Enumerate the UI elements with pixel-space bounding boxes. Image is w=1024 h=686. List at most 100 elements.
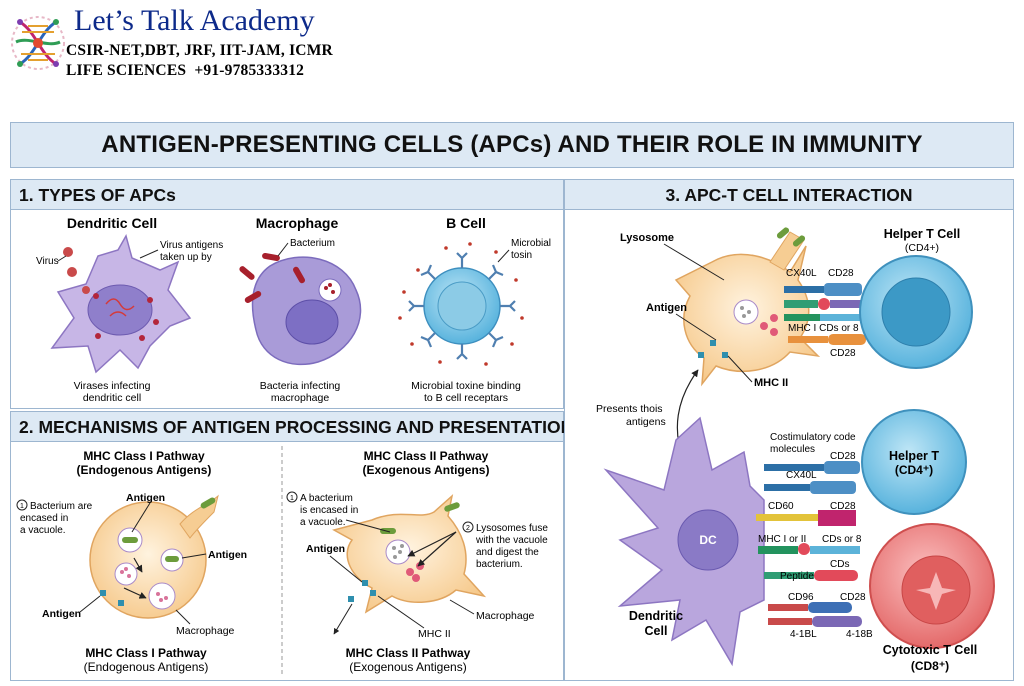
page-title-bar: ANTIGEN-PRESENTING CELLS (APCs) AND THEI… xyxy=(10,122,1014,168)
presents-label-line1: Presents thois xyxy=(596,403,663,415)
cx40l-label-bottom: CX40L xyxy=(786,470,817,481)
cd28-label-top-a: CD28 xyxy=(828,268,854,279)
macrophage-title: Macrophage xyxy=(256,215,339,231)
svg-text:1: 1 xyxy=(290,495,294,502)
418b-label: 4-18B xyxy=(846,629,873,640)
class2-cell-illustration xyxy=(332,493,487,614)
class2-caption-line1: MHC Class II Pathway xyxy=(346,646,471,660)
dc-label: DC xyxy=(699,533,717,547)
class1-antigen-label-bottom: Antigen xyxy=(42,608,81,620)
cd60-label: CD60 xyxy=(768,501,794,512)
class2-mhc2-label: MHC II xyxy=(418,628,451,640)
bcell-title: B Cell xyxy=(446,215,486,231)
brand-title: Let’s Talk Academy xyxy=(74,4,315,37)
macrophage-caption-line2: macrophage xyxy=(271,392,330,404)
dendritic-caption-line1: Virases infecting xyxy=(74,380,151,392)
class1-caption-line2: (Endogenous Antigens) xyxy=(84,660,209,674)
dendritic-cell-illustration xyxy=(50,234,192,374)
costim-label-line2: molecules xyxy=(770,444,815,455)
mhc-cds-label-top: MHC I CDs or 8 xyxy=(788,323,859,334)
interaction-panel-header: 3. APC-T CELL INTERACTION xyxy=(565,180,1013,210)
peptide-label: Peptide xyxy=(780,571,814,582)
macrophage-caption-line1: Bacteria infecting xyxy=(260,380,341,392)
cds-label: CDs xyxy=(830,559,849,570)
dendritic-title: Dendritic Cell xyxy=(67,215,157,231)
cx40l-label-top: CX40L xyxy=(786,268,817,279)
costim-label-line1: Costimulatory code xyxy=(770,432,856,443)
receptor-pairs-top xyxy=(784,283,866,345)
dc-name-line2: Cell xyxy=(645,624,668,638)
class2-step1-line1: A bacterium xyxy=(300,493,353,504)
cytotoxic-sub: (CD8⁺) xyxy=(911,659,949,673)
types-heading: 1. TYPES OF APCs xyxy=(19,185,176,205)
dc-name-line1: Dendritic xyxy=(629,609,683,623)
helper-mid-name: Helper T xyxy=(889,449,939,463)
toxin-label-line1: Microbial xyxy=(511,238,551,249)
cytotoxic-name: Cytotoxic T Cell xyxy=(883,643,977,657)
helper-mid-sub: (CD4⁺) xyxy=(895,463,933,477)
lysosome-label: Lysosome xyxy=(620,232,674,244)
class1-cell-illustration xyxy=(89,494,219,619)
class1-macrophage-label: Macrophage xyxy=(176,625,235,637)
class2-step1-line2: is encased in xyxy=(300,505,358,516)
interaction-heading: 3. APC-T CELL INTERACTION xyxy=(665,185,913,205)
class2-step2-line4: bacterium. xyxy=(476,559,523,570)
helper-top-sub: (CD4+) xyxy=(905,242,939,254)
virus-antigen-callout-line1: Virus antigens xyxy=(160,240,223,251)
mechanisms-panel-header: 2. MECHANISMS OF ANTIGEN PROCESSING AND … xyxy=(11,412,573,442)
cd96-label: CD96 xyxy=(788,592,814,603)
class1-antigen-label-right: Antigen xyxy=(208,549,247,561)
class1-step1-line3: a vacuole. xyxy=(20,525,66,536)
class1-step1-line1: Bacterium are xyxy=(30,501,93,512)
class2-step2-line2: with the vacuole xyxy=(475,535,548,546)
bcell-caption-line2: to B cell receptars xyxy=(424,392,508,404)
receptor-pairs-bottom xyxy=(756,461,862,627)
virus-antigen-callout-line2: taken up by xyxy=(160,252,212,263)
helper-t-cell-mid xyxy=(861,409,967,515)
class1-title-line2: (Endogenous Antigens) xyxy=(77,463,212,477)
class2-caption-line2: (Exogenous Antigens) xyxy=(349,660,466,674)
cd28-label-bottom-c: CD28 xyxy=(840,592,866,603)
mechanisms-heading: 2. MECHANISMS OF ANTIGEN PROCESSING AND … xyxy=(19,417,574,437)
sparkle-icon xyxy=(916,572,956,610)
class2-step2-line3: and digest the xyxy=(476,547,539,558)
class1-step1-line2: encased in xyxy=(20,513,68,524)
41bl-label: 4-1BL xyxy=(790,629,817,640)
bacterium-label: Bacterium xyxy=(290,238,335,249)
dendritic-caption-line2: dendritic cell xyxy=(83,392,141,404)
class2-title-line1: MHC Class II Pathway xyxy=(364,449,489,463)
svg-text:1: 1 xyxy=(20,503,24,510)
page-title: ANTIGEN-PRESENTING CELLS (APCs) AND THEI… xyxy=(101,131,923,158)
apc-top-illustration xyxy=(674,227,821,387)
helper-t-cell-top-nucleus xyxy=(881,277,951,347)
presents-label-line2: antigens xyxy=(626,416,666,428)
bcell-caption-line1: Microbial toxine binding xyxy=(411,380,521,392)
class2-macrophage-label: Macrophage xyxy=(476,610,535,622)
class1-caption-line1: MHC Class I Pathway xyxy=(85,646,207,660)
mhc-label-bottom: MHC I or II xyxy=(758,534,806,545)
class2-step1-line3: a vacuole. xyxy=(300,517,346,528)
class2-antigen-label: Antigen xyxy=(306,543,345,555)
toxin-label-line2: tosin xyxy=(511,250,532,261)
cd28-label-bottom-a: CD28 xyxy=(830,451,856,462)
brand-subtitle: CSIR-NET,DBT, JRF, IIT-JAM, ICMR xyxy=(66,42,333,59)
helper-top-name: Helper T Cell xyxy=(884,227,960,241)
types-panel-header: 1. TYPES OF APCs xyxy=(11,180,563,210)
cd28-label-top-b: CD28 xyxy=(830,348,856,359)
class2-step2-line1: Lysosomes fuse xyxy=(476,523,548,534)
dendritic-cell-large-illustration xyxy=(603,416,765,667)
brand-contact: LIFE SCIENCES +91-9785333312 xyxy=(66,62,305,79)
cds-or8-label: CDs or 8 xyxy=(822,534,862,545)
cd28-label-bottom-b: CD28 xyxy=(830,501,856,512)
macrophage-illustration xyxy=(239,252,362,366)
class1-title-line1: MHC Class I Pathway xyxy=(83,449,205,463)
class1-antigen-label-top: Antigen xyxy=(126,492,165,504)
virus-label: Virus xyxy=(36,256,59,267)
bcell-illustration xyxy=(398,242,524,366)
dna-logo-icon xyxy=(11,16,65,70)
antigen-label-top: Antigen xyxy=(646,302,687,314)
header: Let’s Talk Academy CSIR-NET,DBT, JRF, II… xyxy=(0,0,380,88)
svg-text:2: 2 xyxy=(466,525,470,532)
mhc2-label-top: MHC II xyxy=(754,377,788,389)
